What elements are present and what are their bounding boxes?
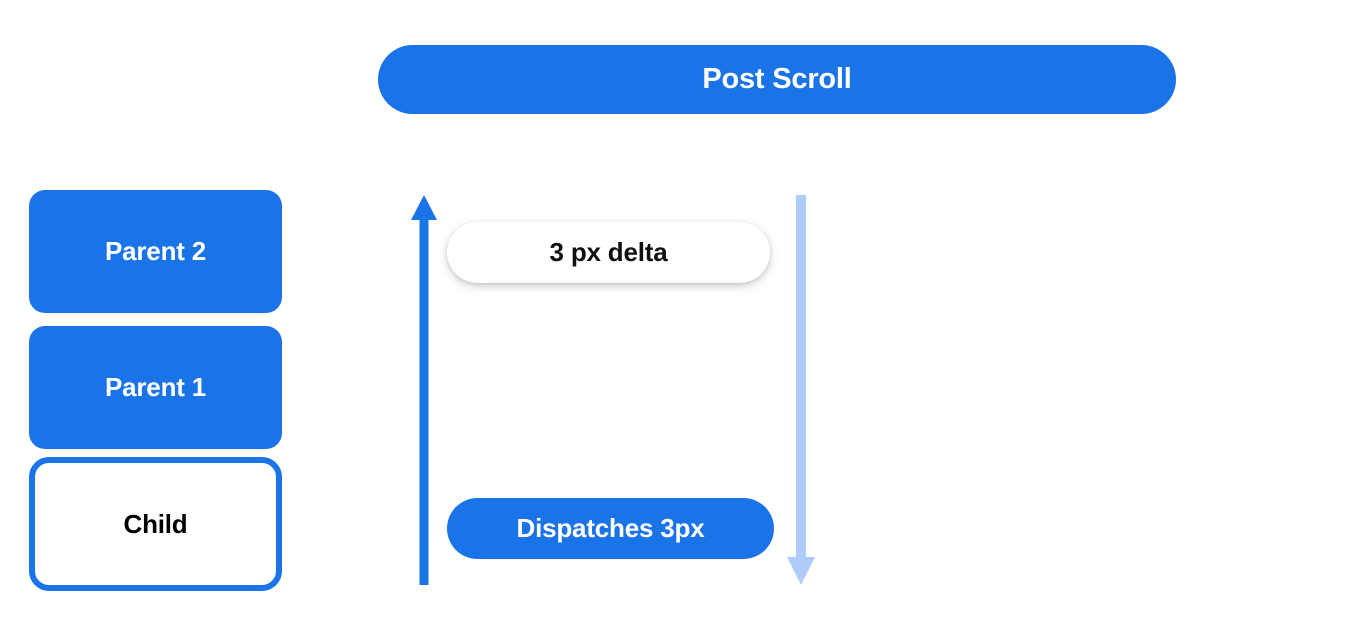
box-parent-1-label: Parent 1: [104, 372, 206, 402]
dispatch-callout-label: Dispatches 3px: [516, 513, 705, 543]
delta-callout-label: 3 px delta: [549, 237, 668, 267]
arrow-down-icon: [786, 195, 816, 585]
arrow-up-icon: [410, 195, 438, 585]
dispatch-callout: Dispatches 3px: [447, 498, 774, 559]
delta-callout: 3 px delta: [447, 222, 770, 283]
box-parent-2-label: Parent 2: [104, 236, 206, 266]
box-parent-2[interactable]: Parent 2: [29, 190, 282, 313]
box-child[interactable]: Child: [29, 457, 282, 591]
page-title: Post Scroll: [702, 63, 852, 95]
box-child-label: Child: [123, 508, 188, 539]
box-parent-1[interactable]: Parent 1: [29, 326, 282, 449]
scroll-container-stack: Parent 2 Parent 1 Child: [29, 190, 282, 591]
post-scroll-header: Post Scroll: [378, 45, 1176, 114]
